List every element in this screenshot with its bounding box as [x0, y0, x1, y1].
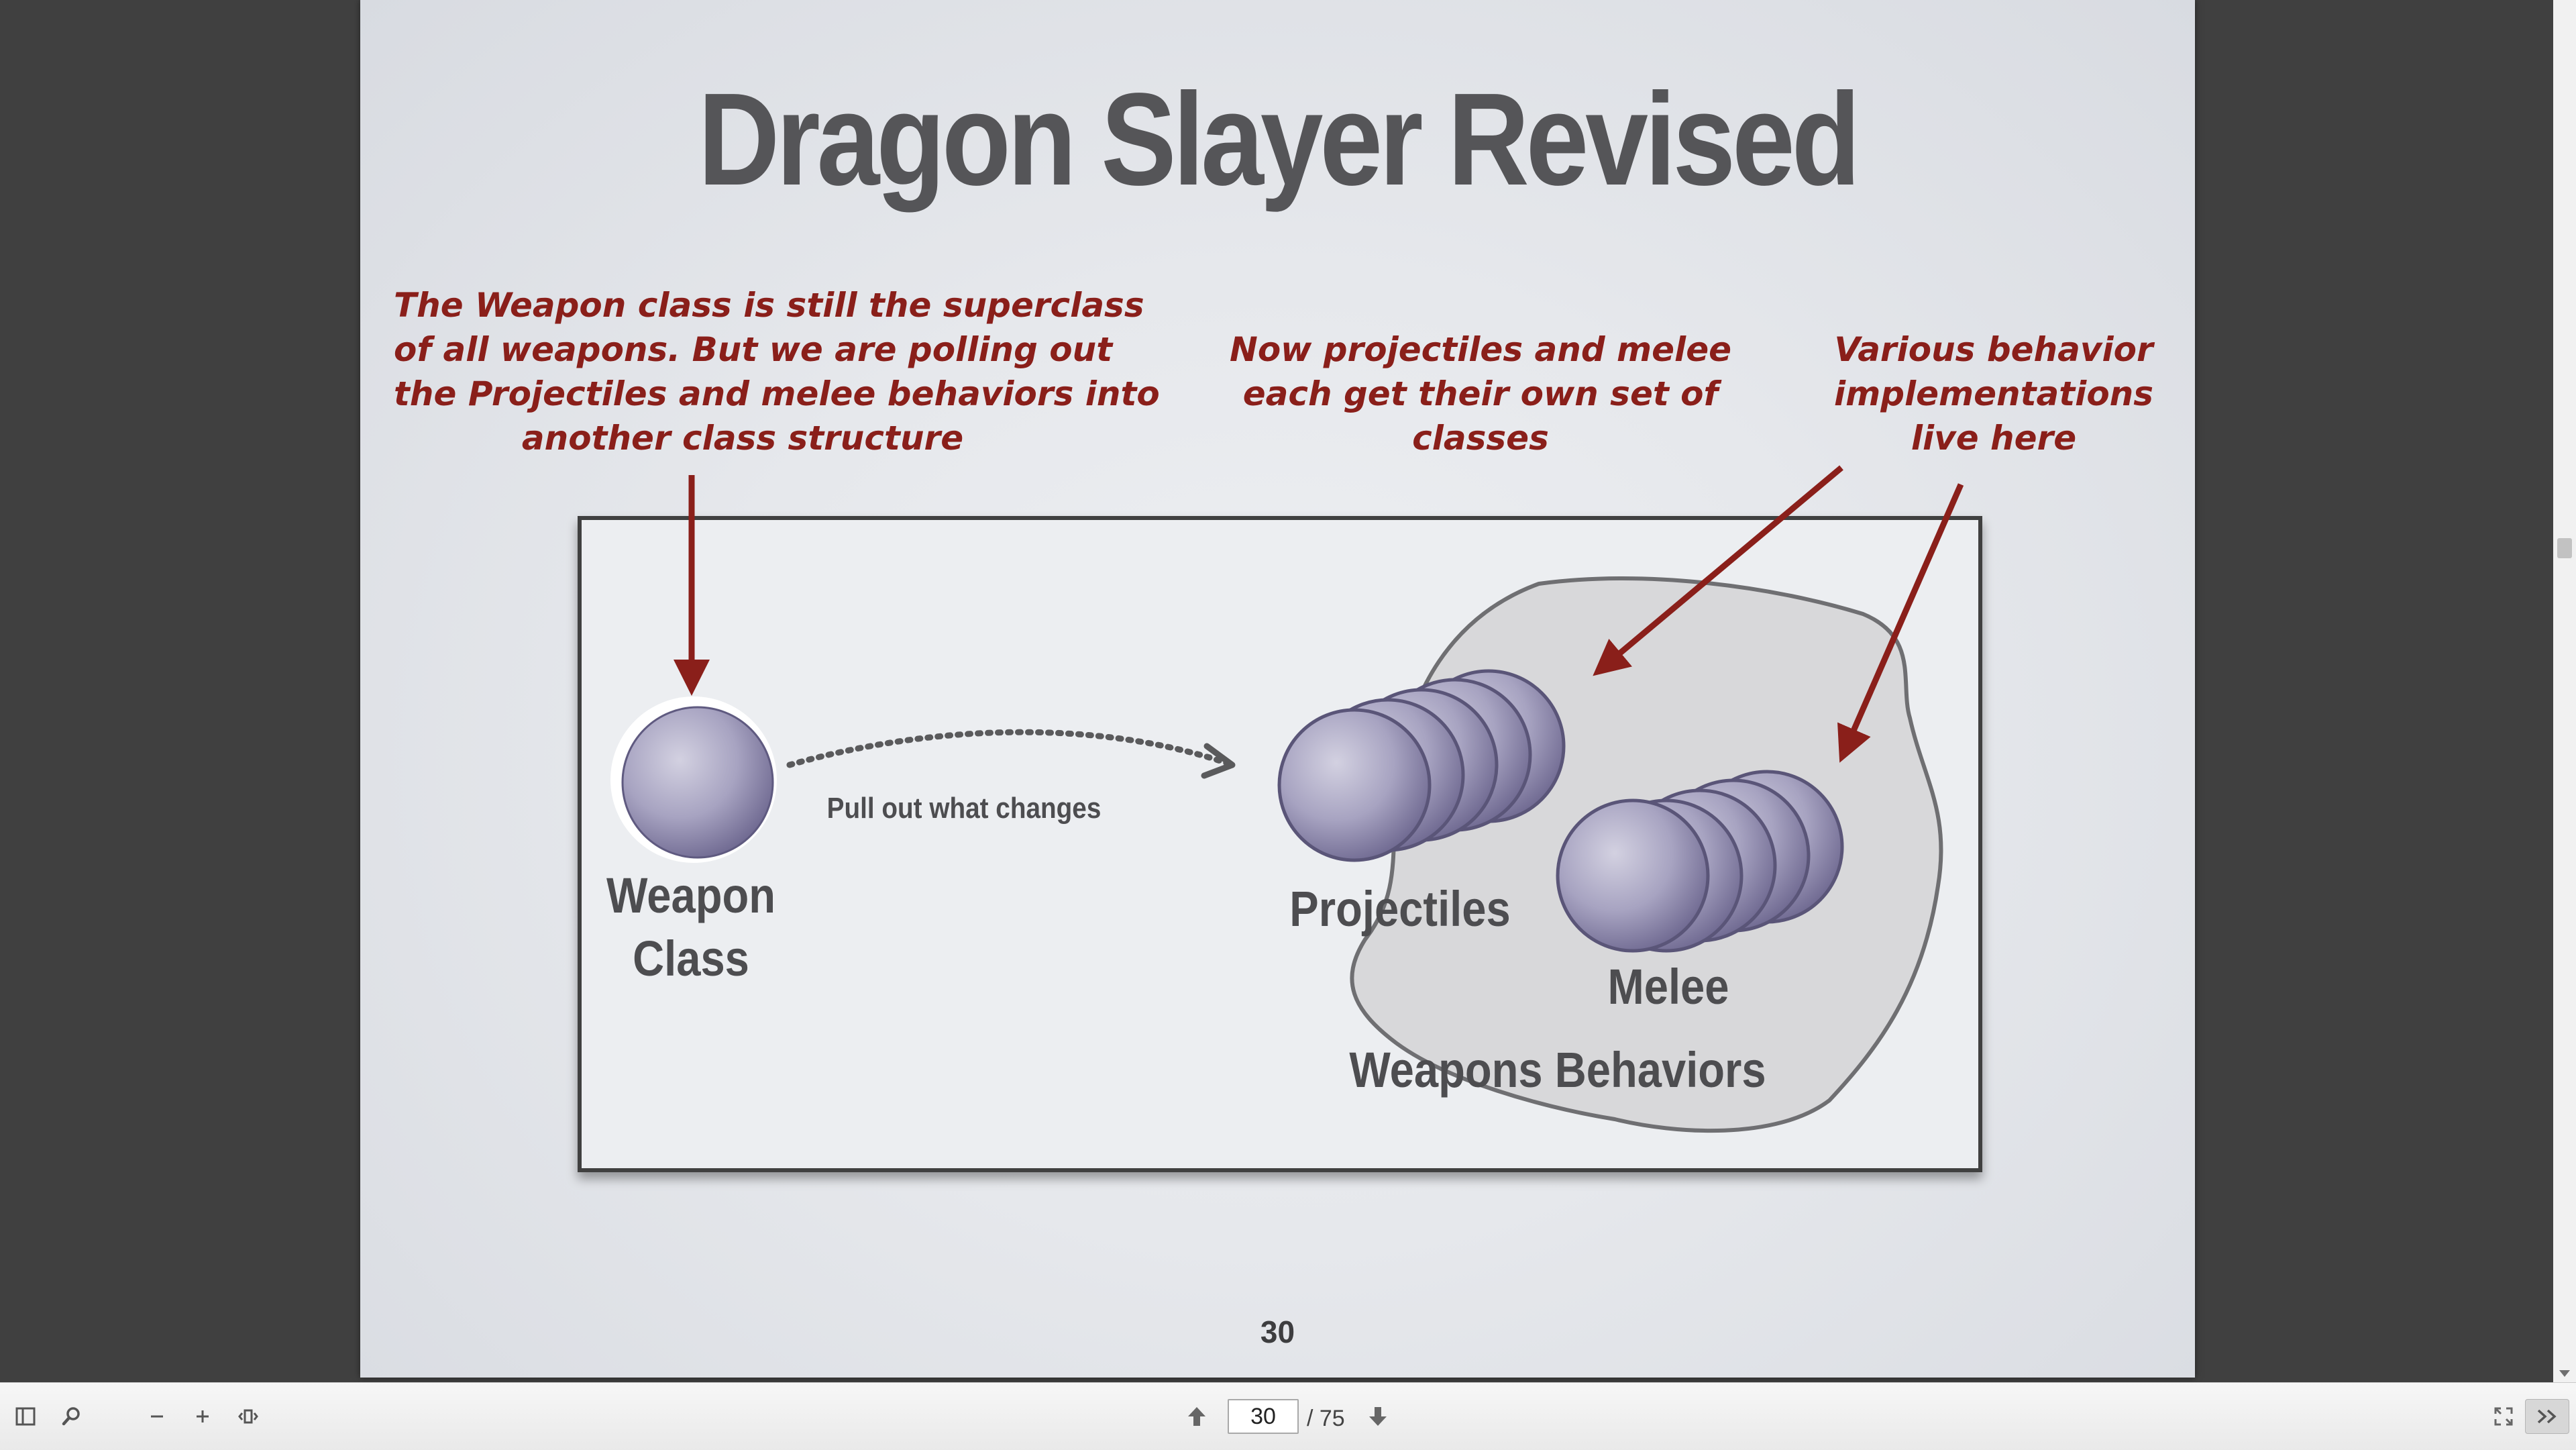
more-tools-button[interactable]	[2525, 1399, 2569, 1434]
projectiles-pointer-arrow	[1593, 465, 1843, 676]
projectiles-melee-callout: Now projectiles and melee each get their…	[1199, 327, 1762, 460]
previous-page-button[interactable]	[1177, 1396, 1217, 1437]
pull-out-arrowhead	[1201, 743, 1236, 779]
weapon-class-sphere	[621, 706, 774, 859]
search-button[interactable]	[51, 1396, 91, 1437]
fit-width-button[interactable]	[228, 1396, 268, 1437]
fullscreen-icon	[2494, 1407, 2513, 1426]
callout-line: another class structure	[521, 419, 964, 458]
zoom-out-icon	[151, 1415, 163, 1418]
page-number-input[interactable]	[1228, 1399, 1299, 1434]
sidebar-toggle-icon	[15, 1407, 36, 1426]
sidebar-toggle-button[interactable]	[5, 1396, 46, 1437]
callout-line: the Projectiles and melee behaviors into	[394, 374, 1160, 413]
projectiles-label: Projectiles	[1289, 881, 1511, 937]
melee-label: Melee	[1607, 959, 1729, 1015]
weapons-behaviors-label: Weapons Behaviors	[1349, 1042, 1766, 1098]
callout-line: each get their own set of	[1242, 374, 1719, 413]
vertical-scrollbar[interactable]	[2553, 0, 2576, 1382]
slide-page: Dragon Slayer Revised The Weapon class i…	[360, 0, 2195, 1378]
callout-line: Now projectiles and melee	[1229, 330, 1732, 369]
weapon-class-callout: The Weapon class is still the superclass…	[394, 283, 1160, 460]
document-viewer: Dragon Slayer Revised The Weapon class i…	[360, 0, 2576, 1382]
next-page-icon	[1369, 1407, 1387, 1426]
callout-line: classes	[1412, 419, 1549, 458]
melee-pointer-arrow	[1837, 483, 1964, 763]
projectiles-stack	[1277, 669, 1566, 862]
diagram-graphics	[578, 465, 1982, 1172]
scroll-down-icon[interactable]	[2559, 1370, 2570, 1377]
scrollbar-thumb[interactable]	[2557, 538, 2572, 558]
callout-line: implementations	[1833, 374, 2154, 413]
page-total-label: / 75	[1307, 1406, 1345, 1431]
bottom-toolbar: / 75	[0, 1382, 2576, 1450]
slide-page-number: 30	[1260, 1314, 1295, 1349]
fullscreen-button[interactable]	[2483, 1396, 2524, 1437]
behaviors-callout: Various behavior implementations live he…	[1782, 327, 2195, 460]
fit-width-icon	[238, 1409, 258, 1424]
slide-title: Dragon Slayer Revised	[698, 66, 1861, 213]
search-icon	[62, 1407, 80, 1426]
pull-out-label: Pull out what changes	[826, 792, 1102, 825]
more-tools-icon	[2537, 1409, 2557, 1424]
weapon-label-line1: Weapon	[606, 868, 776, 923]
callout-line: live here	[1911, 419, 2077, 458]
zoom-in-button[interactable]	[182, 1396, 223, 1437]
weapon-label-line2: Class	[633, 931, 749, 986]
weapon-class-label: Weapon Class	[602, 864, 780, 990]
callout-line: Various behavior	[1834, 330, 2153, 369]
zoom-out-button[interactable]	[137, 1396, 177, 1437]
callout-line: The Weapon class is still the superclass	[394, 286, 1144, 325]
previous-page-icon	[1188, 1407, 1205, 1426]
next-page-button[interactable]	[1358, 1396, 1398, 1437]
zoom-in-icon	[197, 1410, 209, 1422]
callout-line: of all weapons. But we are polling out	[394, 330, 1113, 369]
melee-stack	[1556, 770, 1844, 953]
pull-out-dotted-arrow	[786, 729, 1236, 768]
